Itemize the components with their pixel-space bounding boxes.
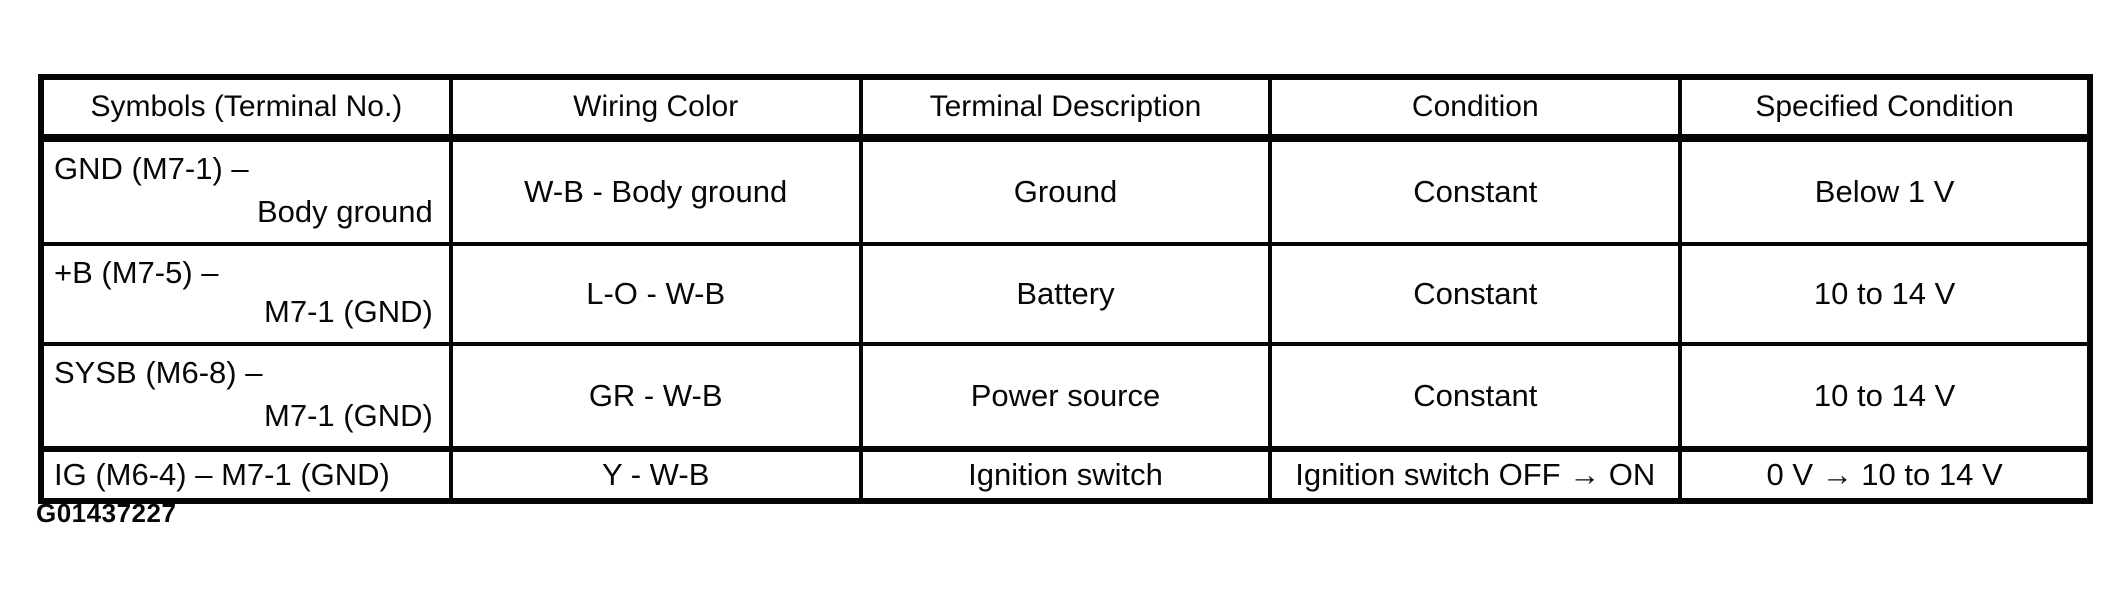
- symbol-terminal: IG (M6-4) – M7-1 (GND): [54, 456, 390, 492]
- col-header-specified-condition: Specified Condition: [1678, 75, 2092, 142]
- cell-wiring-color: GR - W-B: [448, 342, 863, 451]
- symbol-terminal: +B (M7-5) –: [54, 255, 219, 290]
- cell-symbol: GND (M7-1) – Body ground: [39, 136, 453, 246]
- cell-condition: Ignition switch OFF → ON: [1268, 446, 1683, 503]
- col-header-symbols: Symbols (Terminal No.): [39, 75, 453, 142]
- cell-wiring-color: L-O - W-B: [448, 242, 863, 346]
- col-header-terminal-description: Terminal Description: [858, 75, 1273, 142]
- table-header-row: Symbols (Terminal No.) Wiring Color Term…: [39, 75, 2092, 142]
- table-row: IG (M6-4) – M7-1 (GND) Y - W-B Ignition …: [39, 446, 2092, 503]
- symbol-reference: M7-1 (GND): [264, 294, 433, 330]
- cell-specified-condition: 10 to 14 V: [1678, 342, 2092, 451]
- cell-symbol: SYSB (M6-8) – M7-1 (GND): [39, 342, 453, 451]
- cell-condition: Constant: [1268, 242, 1683, 346]
- cell-wiring-color: Y - W-B: [448, 446, 863, 503]
- cell-condition: Constant: [1268, 136, 1683, 246]
- cell-specified-condition: 10 to 14 V: [1678, 242, 2092, 346]
- cell-specified-condition: Below 1 V: [1678, 136, 2092, 246]
- symbol-reference: M7-1 (GND): [264, 398, 433, 434]
- symbol-reference: Body ground: [256, 194, 433, 230]
- figure-id: G01437227: [36, 498, 177, 528]
- cell-terminal-description: Power source: [858, 342, 1273, 451]
- cell-wiring-color: W-B - Body ground: [448, 136, 863, 246]
- symbol-terminal: SYSB (M6-8) –: [54, 355, 263, 390]
- cell-terminal-description: Ignition switch: [858, 446, 1273, 503]
- col-header-wiring-color: Wiring Color: [448, 75, 863, 142]
- symbol-terminal: GND (M7-1) –: [54, 151, 249, 186]
- terminal-spec-table: Symbols (Terminal No.) Wiring Color Term…: [38, 74, 2093, 504]
- col-header-condition: Condition: [1268, 75, 1683, 142]
- cell-specified-condition: 0 V → 10 to 14 V: [1678, 446, 2092, 503]
- table-row: SYSB (M6-8) – M7-1 (GND) GR - W-B Power …: [39, 342, 2092, 451]
- cell-symbol: IG (M6-4) – M7-1 (GND): [39, 446, 453, 503]
- table-row: GND (M7-1) – Body ground W-B - Body grou…: [39, 136, 2092, 246]
- cell-terminal-description: Battery: [858, 242, 1273, 346]
- cell-symbol: +B (M7-5) – M7-1 (GND): [39, 242, 453, 346]
- table-row: +B (M7-5) – M7-1 (GND) L-O - W-B Battery…: [39, 242, 2092, 346]
- cell-condition: Constant: [1268, 342, 1683, 451]
- cell-terminal-description: Ground: [858, 136, 1273, 246]
